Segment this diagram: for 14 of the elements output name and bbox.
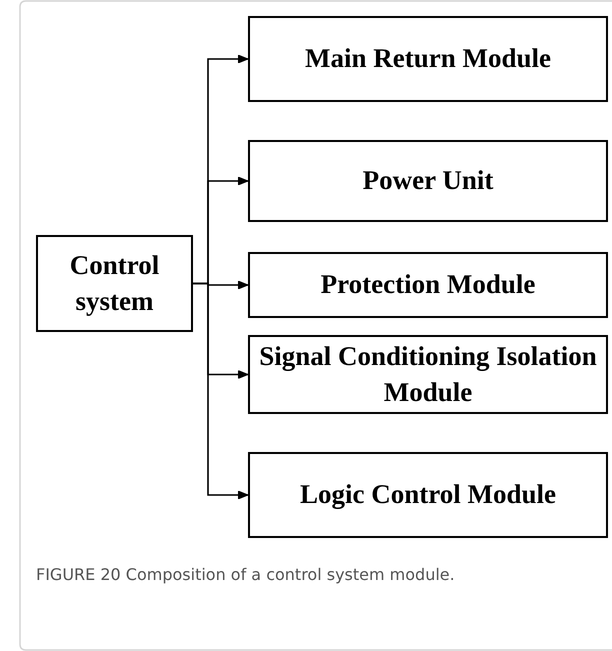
box-label: Protection Module: [320, 268, 536, 302]
box-label: Signal Conditioning Isolation Module: [258, 340, 598, 408]
module-box: [248, 335, 608, 414]
box-label: Control system: [68, 249, 160, 318]
box-label: Logic Control Module: [300, 478, 556, 512]
figure-caption: FIGURE 20 Composition of a control system module.: [36, 564, 456, 586]
arrow: [193, 282, 248, 500]
box-label: Main Return Module: [305, 42, 551, 76]
module-box: [248, 252, 608, 318]
module-box: [248, 16, 608, 102]
box-label: Power Unit: [362, 164, 494, 198]
module-box: [248, 140, 608, 222]
module-box: [248, 452, 608, 538]
module-box: [36, 235, 193, 332]
